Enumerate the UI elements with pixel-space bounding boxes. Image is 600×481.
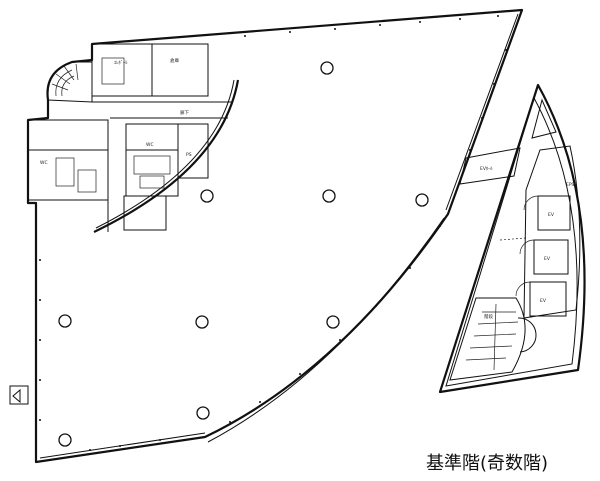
room-label: 倉庫: [170, 57, 179, 64]
east-tower: [438, 83, 586, 394]
room-label: ｴﾚﾎﾞｰﾙ: [114, 59, 128, 66]
room-label: EV: [548, 212, 555, 218]
floor-caption: 基準階(奇数階): [426, 453, 549, 474]
room-label: WC: [40, 160, 48, 166]
room-label: WC: [146, 142, 154, 148]
room-label: EPS: [566, 182, 575, 188]
room-label: EVﾎｰﾙ: [480, 166, 493, 172]
room-label: 階段: [484, 313, 493, 320]
room-labels: ｴﾚﾎﾞｰﾙ 倉庫 廊下 WC WC PS EVﾎｰﾙ EV EV EV 階段 …: [40, 57, 575, 320]
entrance-marker: [9, 385, 29, 405]
room-label: EV: [544, 256, 551, 262]
room-label: EV: [540, 298, 547, 304]
column-grid: [58, 61, 429, 447]
core-rooms: [27, 43, 232, 232]
room-label: PS: [186, 152, 192, 158]
room-label: 廊下: [180, 109, 189, 116]
perimeter-dots: [39, 15, 507, 451]
